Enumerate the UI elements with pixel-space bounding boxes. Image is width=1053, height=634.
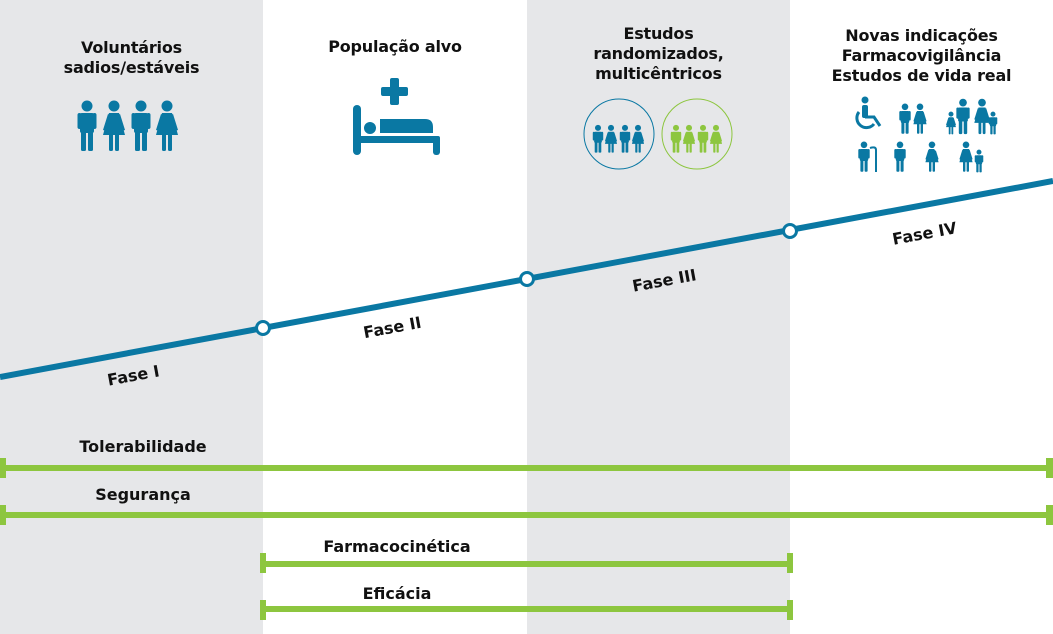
heading-line: Estudos de vida real [831, 66, 1012, 85]
heading-column-4: Novas indicações Farmacovigilância Estud… [790, 26, 1053, 86]
column-fase-3 [527, 0, 790, 634]
bar-tolerabilidade [0, 465, 1053, 471]
injured-person-icon [894, 141, 906, 172]
phase-timeline [0, 178, 1053, 380]
elderly-person-icon [858, 141, 877, 172]
column-fase-1 [0, 0, 263, 634]
heading-column-3: Estudos randomizados, multicêntricos [527, 24, 790, 84]
bar-eficacia [260, 606, 793, 612]
heading-column-1: Voluntários sadios/estáveis [0, 38, 263, 78]
bar-label-eficacia: Eficácia [362, 584, 432, 603]
heading-line: Farmacovigilância [841, 46, 1002, 65]
wheelchair-icon [855, 96, 882, 130]
four-people-icon [77, 100, 178, 151]
woman-icon [913, 103, 927, 134]
man-icon [899, 103, 911, 134]
heading-column-2: População alvo [263, 37, 527, 57]
hospital-bed-icon [353, 78, 440, 155]
heading-line: Estudos [623, 24, 694, 43]
study-aspect-bars [0, 458, 1053, 620]
bar-label-tolerabilidade: Tolerabilidade [79, 437, 207, 456]
adult-with-child-icon [959, 141, 973, 172]
green-group-icon [670, 124, 723, 153]
bar-seguranca [0, 512, 1053, 518]
bar-farmacocinetica [260, 561, 793, 567]
phase-transition-marker [255, 320, 271, 336]
heading-line: randomizados, [593, 44, 724, 63]
phase-transition-marker [782, 223, 798, 239]
heading-line: População alvo [328, 37, 462, 56]
heading-line: sadios/estáveis [63, 58, 200, 77]
blue-group-icon [592, 124, 645, 153]
phase-transition-marker [519, 271, 535, 287]
two-groups-in-circles-icon [583, 98, 733, 170]
heading-line: Novas indicações [845, 26, 998, 45]
heading-line: multicêntricos [595, 64, 722, 83]
diverse-population-icon [855, 96, 998, 173]
bar-label-seguranca: Segurança [95, 485, 191, 504]
bar-label-farmacocinetica: Farmacocinética [323, 537, 471, 556]
heading-line: Voluntários [81, 38, 182, 57]
